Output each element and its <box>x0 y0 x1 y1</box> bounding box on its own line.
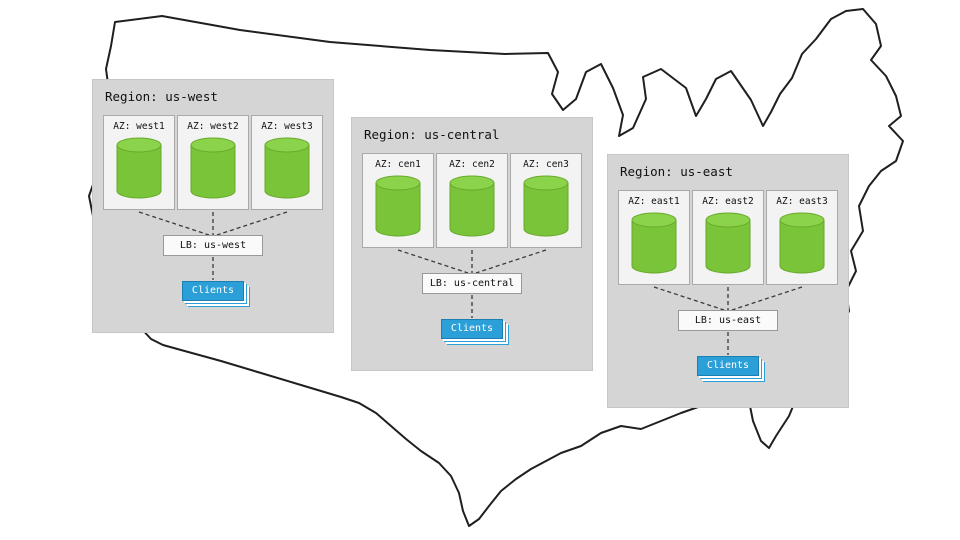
az-box: AZ: east3 <box>766 190 838 285</box>
az-box: AZ: cen2 <box>436 153 508 248</box>
clients-box: Clients <box>441 319 503 339</box>
az-box: AZ: cen1 <box>362 153 434 248</box>
region-us-east: Region: us-east AZ: east1 AZ: east2 AZ: … <box>608 155 848 407</box>
az-label: AZ: west3 <box>261 121 313 132</box>
az-label: AZ: west1 <box>113 121 165 132</box>
database-cylinder-icon <box>449 175 495 237</box>
database-cylinder-icon <box>264 137 310 199</box>
database-cylinder-icon <box>190 137 236 199</box>
database-cylinder-icon <box>375 175 421 237</box>
az-box: AZ: cen3 <box>510 153 582 248</box>
region-title: Region: us-central <box>364 127 500 142</box>
az-box: AZ: east1 <box>618 190 690 285</box>
region-us-central: Region: us-central AZ: cen1 AZ: cen2 AZ:… <box>352 118 592 370</box>
az-row: AZ: cen1 AZ: cen2 AZ: cen3 <box>362 153 582 248</box>
az-box: AZ: east2 <box>692 190 764 285</box>
load-balancer-box: LB: us-east <box>678 310 778 331</box>
az-box: AZ: west1 <box>103 115 175 210</box>
clients-box: Clients <box>697 356 759 376</box>
load-balancer-box: LB: us-west <box>163 235 263 256</box>
az-row: AZ: west1 AZ: west2 AZ: west3 <box>103 115 323 210</box>
az-label: AZ: west2 <box>187 121 239 132</box>
az-label: AZ: east2 <box>702 196 754 207</box>
region-title: Region: us-west <box>105 89 218 104</box>
database-cylinder-icon <box>116 137 162 199</box>
az-box: AZ: west3 <box>251 115 323 210</box>
database-cylinder-icon <box>523 175 569 237</box>
region-title: Region: us-east <box>620 164 733 179</box>
az-label: AZ: cen2 <box>449 159 495 170</box>
az-label: AZ: east1 <box>628 196 680 207</box>
az-label: AZ: east3 <box>776 196 828 207</box>
az-box: AZ: west2 <box>177 115 249 210</box>
region-us-west: Region: us-west AZ: west1 AZ: west2 AZ: … <box>93 80 333 332</box>
az-label: AZ: cen3 <box>523 159 569 170</box>
az-label: AZ: cen1 <box>375 159 421 170</box>
database-cylinder-icon <box>631 212 677 274</box>
database-cylinder-icon <box>705 212 751 274</box>
load-balancer-box: LB: us-central <box>422 273 522 294</box>
clients-box: Clients <box>182 281 244 301</box>
az-row: AZ: east1 AZ: east2 AZ: east3 <box>618 190 838 285</box>
database-cylinder-icon <box>779 212 825 274</box>
